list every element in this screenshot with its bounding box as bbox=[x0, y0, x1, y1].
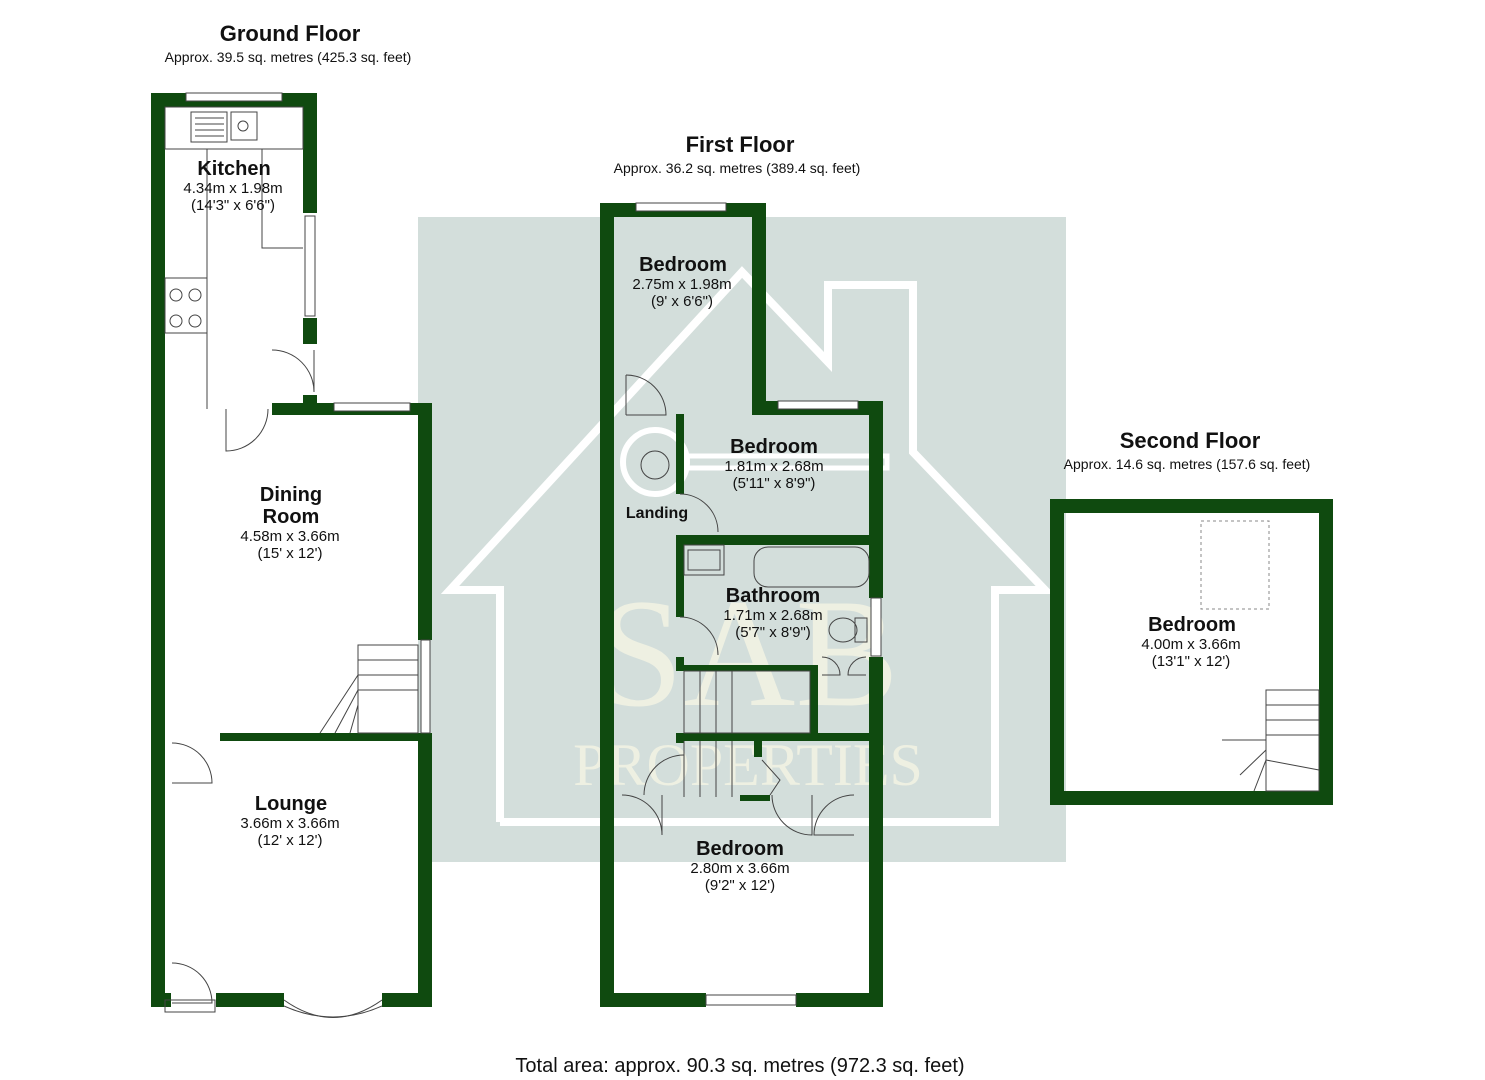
second-floor: Second Floor Approx. 14.6 sq. metres (15… bbox=[1050, 428, 1333, 805]
bay-window bbox=[283, 999, 383, 1018]
attic-bedroom-dimensions-metric: 4.00m x 3.66m bbox=[1141, 636, 1240, 653]
second-floor-stairs bbox=[1222, 689, 1320, 792]
bedroom2-dimensions-metric: 1.81m x 2.68m bbox=[724, 458, 823, 475]
bedroom3-dimensions-metric: 2.80m x 3.66m bbox=[690, 860, 789, 877]
bedroom1-window bbox=[635, 202, 727, 212]
kitchen-dimensions-metric: 4.34m x 1.98m bbox=[183, 180, 282, 197]
bathroom-dimensions-metric: 1.71m x 2.68m bbox=[723, 607, 822, 624]
dining-room-dimensions-imperial: (15' x 12') bbox=[258, 545, 323, 562]
bedroom3-dimensions-imperial: (9'2" x 12') bbox=[705, 877, 775, 894]
watermark-subtext: PROPERTIES bbox=[573, 732, 923, 798]
kitchen-side-window bbox=[304, 215, 316, 317]
kitchen-dimensions-imperial: (14'3" x 6'6") bbox=[191, 197, 275, 214]
kitchen-fittings bbox=[164, 106, 315, 1013]
kitchen-label: Kitchen bbox=[197, 158, 270, 180]
first-floor-title: First Floor bbox=[686, 132, 795, 157]
first-floor-fittings bbox=[621, 374, 870, 836]
lounge-label: Lounge bbox=[255, 793, 327, 815]
dining-side-window bbox=[420, 639, 431, 734]
dining-room-dimensions-metric: 4.58m x 3.66m bbox=[240, 528, 339, 545]
bedroom2-label: Bedroom bbox=[730, 436, 818, 458]
lounge-dimensions-imperial: (12' x 12') bbox=[258, 832, 323, 849]
lounge-dimensions-metric: 3.66m x 3.66m bbox=[240, 815, 339, 832]
bedroom1-dimensions-imperial: (9' x 6'6") bbox=[651, 293, 713, 310]
bedroom1-dimensions-metric: 2.75m x 1.98m bbox=[632, 276, 731, 293]
bathroom-dimensions-imperial: (5'7" x 8'9") bbox=[735, 624, 811, 641]
dining-room-label-line1: Dining bbox=[260, 484, 322, 506]
bedroom1-label: Bedroom bbox=[639, 254, 727, 276]
skylight bbox=[1200, 520, 1270, 610]
bedroom3-window bbox=[705, 994, 797, 1006]
hob-icon bbox=[164, 277, 208, 334]
second-floor-area: Approx. 14.6 sq. metres (157.6 sq. feet) bbox=[1064, 456, 1311, 472]
bedroom2-dimensions-imperial: (5'11" x 8'9") bbox=[733, 475, 816, 492]
ground-floor-area: Approx. 39.5 sq. metres (425.3 sq. feet) bbox=[165, 49, 412, 65]
landing-label: Landing bbox=[626, 505, 688, 522]
ground-floor: Ground Floor Approx. 39.5 sq. metres (42… bbox=[151, 21, 432, 1018]
first-floor: First Floor Approx. 36.2 sq. metres (389… bbox=[600, 132, 883, 1007]
first-floor-walls bbox=[600, 203, 883, 1007]
kitchen-window bbox=[185, 92, 283, 102]
bathroom-label: Bathroom bbox=[726, 585, 820, 607]
watermark-logo-text: SAB bbox=[597, 567, 899, 739]
total-area: Total area: approx. 90.3 sq. metres (972… bbox=[515, 1055, 964, 1077]
bedroom2-window bbox=[777, 400, 859, 410]
dining-room-label-line2: Room bbox=[263, 506, 320, 528]
dining-window bbox=[333, 402, 411, 412]
watermark: SAB PROPERTIES bbox=[418, 217, 1066, 862]
bathroom-window bbox=[870, 597, 882, 657]
first-floor-area: Approx. 36.2 sq. metres (389.4 sq. feet) bbox=[614, 160, 861, 176]
bedroom3-label: Bedroom bbox=[696, 838, 784, 860]
second-floor-walls bbox=[1050, 499, 1333, 805]
second-floor-title: Second Floor bbox=[1120, 428, 1261, 453]
ground-stairs bbox=[319, 644, 419, 734]
ground-floor-title: Ground Floor bbox=[220, 21, 361, 46]
attic-bedroom-label: Bedroom bbox=[1148, 614, 1236, 636]
attic-bedroom-dimensions-imperial: (13'1" x 12') bbox=[1152, 653, 1231, 670]
